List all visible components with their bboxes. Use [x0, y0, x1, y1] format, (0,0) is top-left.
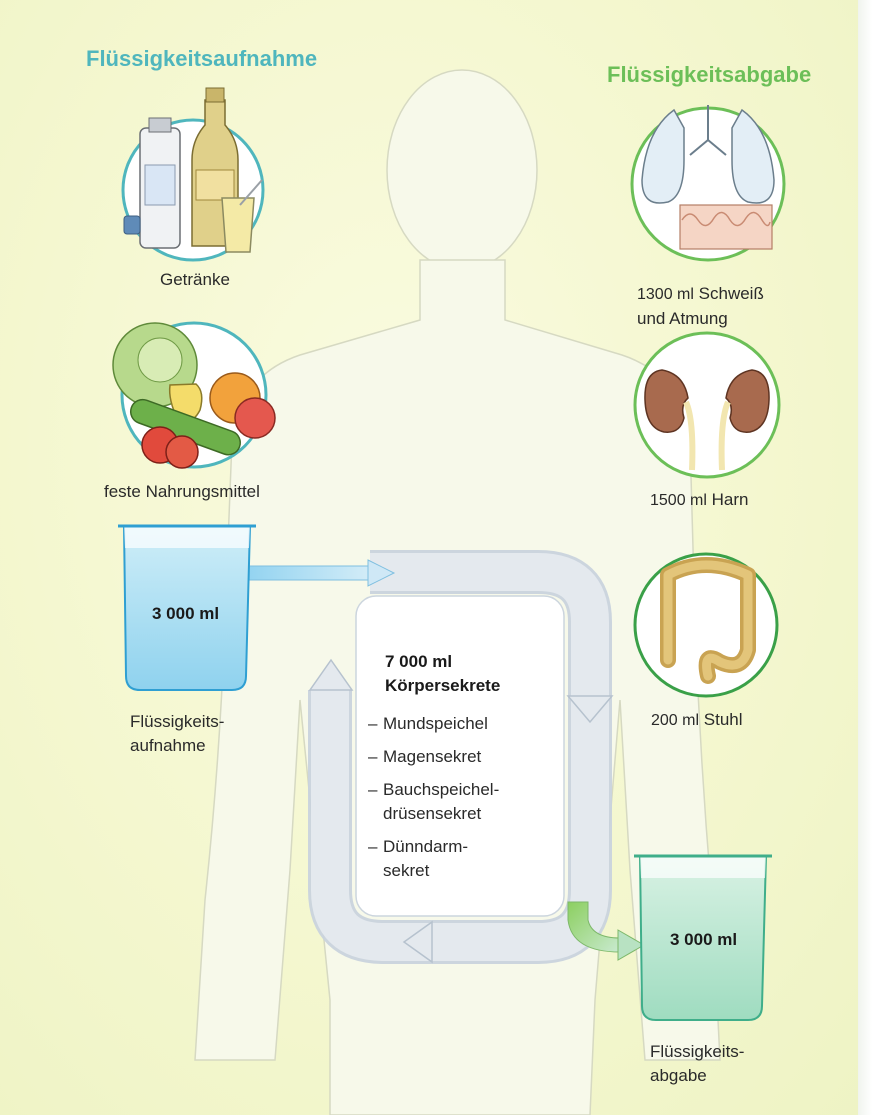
body-secretions-title: Körpersekrete	[385, 676, 500, 695]
output-title: Flüssigkeitsabgabe	[607, 62, 811, 88]
sweat-breath-label: 1300 ml Schweiß und Atmung	[637, 282, 764, 331]
beverage-circle	[123, 88, 263, 260]
sweat-breath-amount: 1300 ml	[637, 286, 694, 303]
beverage-label: Getränke	[160, 268, 230, 292]
secretions-list: Mundspeichel Magensekret Bauchspeichel- …	[365, 712, 535, 883]
stool-text: Stuhl	[704, 710, 743, 729]
breath-label: und Atmung	[637, 309, 728, 328]
colon-circle	[635, 554, 777, 696]
output-beaker-label-line2: abgabe	[650, 1066, 707, 1085]
urine-label: 1500 ml Harn	[650, 488, 749, 513]
urine-amount: 1500 ml	[650, 492, 707, 509]
output-beaker-label-line1: Flüssigkeits-	[650, 1042, 744, 1061]
lungs-circle	[632, 105, 784, 260]
kidneys-circle	[635, 333, 779, 477]
output-beaker-value: 3 000 ml	[670, 930, 737, 950]
body-secretions-box: 7 000 ml Körpersekrete Mundspeichel Mage…	[365, 650, 535, 892]
secretion-item-intestinal: Dünndarm- sekret	[365, 835, 535, 883]
output-beaker-label: Flüssigkeits- abgabe	[650, 1040, 744, 1088]
secretion-item-pancreatic: Bauchspeichel- drüsensekret	[365, 778, 535, 826]
sweat-label: Schweiß	[699, 284, 764, 303]
urine-text: Harn	[712, 490, 749, 509]
secretion-item-saliva: Mundspeichel	[365, 712, 535, 736]
body-secretions-heading: 7 000 ml Körpersekrete	[385, 650, 535, 698]
intake-title: Flüssigkeitsaufnahme	[86, 46, 317, 72]
intake-beaker-label: Flüssigkeits- aufnahme	[130, 710, 224, 758]
body-secretions-amount: 7 000 ml	[385, 652, 452, 671]
page-edge	[858, 0, 872, 1115]
solid-food-label: feste Nahrungsmittel	[104, 480, 260, 504]
intake-beaker-label-line1: Flüssigkeits-	[130, 712, 224, 731]
intake-beaker-label-line2: aufnahme	[130, 736, 206, 755]
intake-beaker-value: 3 000 ml	[152, 604, 219, 624]
stool-amount: 200 ml	[651, 712, 699, 729]
secretion-item-gastric: Magensekret	[365, 745, 535, 769]
stool-label: 200 ml Stuhl	[651, 708, 743, 733]
